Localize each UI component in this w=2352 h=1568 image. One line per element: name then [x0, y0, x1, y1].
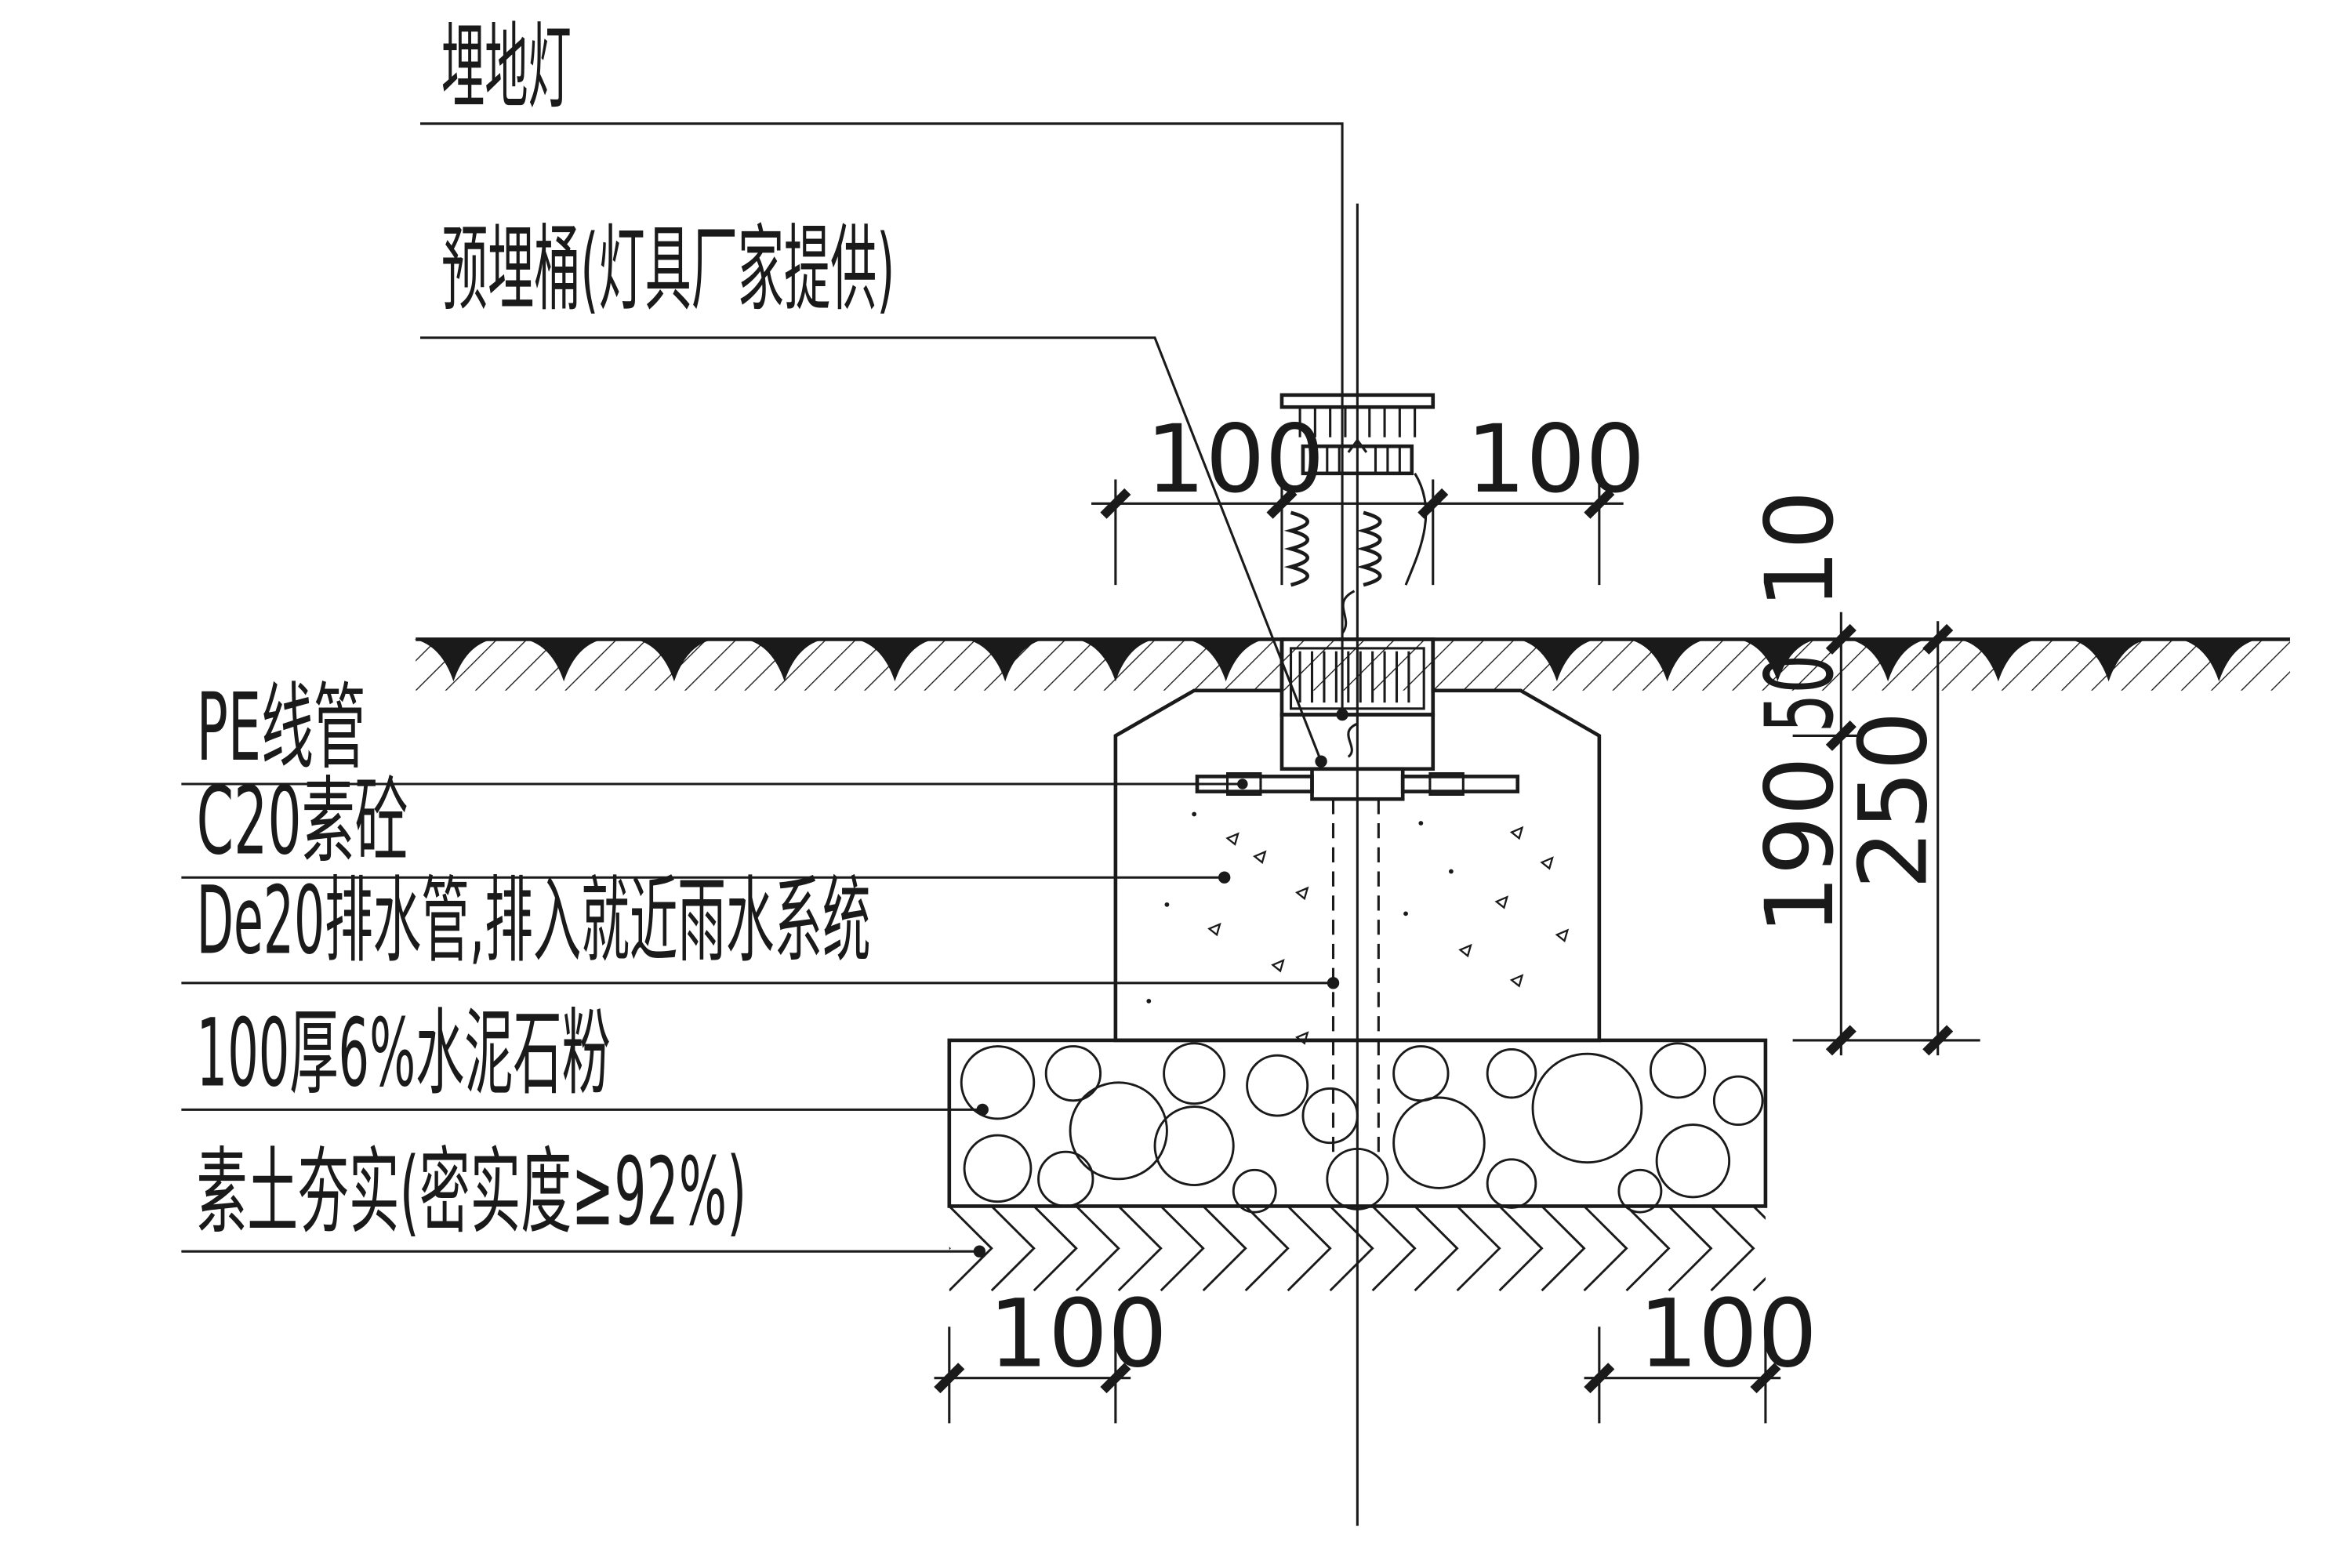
label-compacted-soil: 素土夯实(密实度≥92%): [197, 1138, 747, 1247]
dim-v-250: 250: [1839, 711, 1948, 890]
compacted-soil: [949, 1206, 1766, 1292]
ground-surface: [414, 637, 2290, 691]
dim-top: [1091, 479, 1624, 586]
pavement-symbols: [414, 639, 2259, 682]
dim-bottom-left: 100: [989, 1279, 1167, 1388]
label-embedded-bucket: 预埋桶(灯具厂家提供): [441, 216, 895, 325]
dim-bottom-right: 100: [1639, 1279, 1817, 1388]
leader-lines: [181, 122, 1348, 1258]
dim-v-190: 190: [1746, 757, 1855, 935]
leader-buried-light: [419, 122, 1344, 715]
label-buried-light: 埋地灯: [441, 13, 572, 122]
label-c20-concrete: C20素砼: [197, 768, 408, 877]
cement-stone-layer: [947, 1038, 1768, 1214]
dim-top-left: 100: [1145, 405, 1324, 514]
dim-v-10: 10: [1746, 490, 1855, 609]
label-pe-conduit: PE线管: [197, 673, 366, 782]
stone-pattern: [960, 1042, 1764, 1214]
leader-embedded-bucket: [419, 336, 1323, 762]
dim-top-right: 100: [1466, 405, 1645, 514]
label-drain-pipe: De20排水管,排入就近雨水系统: [197, 867, 871, 976]
dim-vertical: [1792, 612, 1980, 1056]
label-cement-stone: 100厚6%水泥石粉: [197, 1000, 611, 1109]
dim-v-50: 50: [1746, 655, 1855, 733]
dim-bottom: [934, 1327, 1781, 1424]
concrete-aggregate: [1146, 811, 1570, 1045]
embedded-bucket: [1279, 637, 1436, 771]
buried-light-fixture: [1279, 393, 1436, 634]
